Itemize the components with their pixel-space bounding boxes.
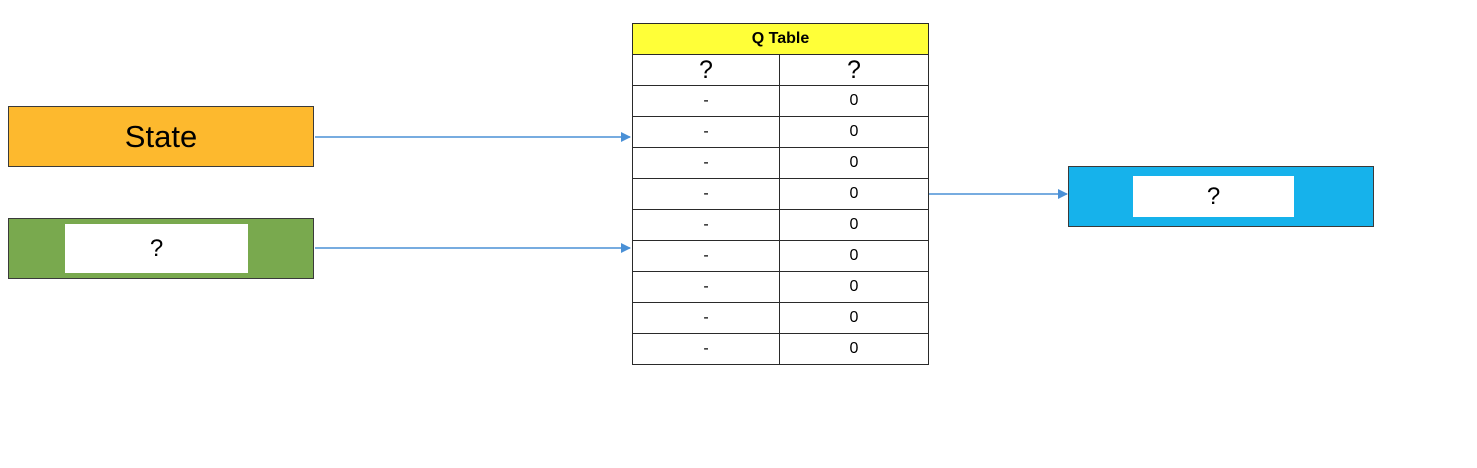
q-table: Q Table ? ? -0-0-0-0-0-0-0-0-0 — [632, 23, 929, 365]
q-table-row: -0 — [632, 271, 929, 303]
q-table-value-cell: 0 — [779, 271, 929, 303]
q-table-row: -0 — [632, 85, 929, 117]
q-table-value-cell: 0 — [779, 178, 929, 210]
q-table-row: -0 — [632, 147, 929, 179]
q-table-action-cell: - — [632, 116, 780, 148]
input-box: ? — [8, 218, 314, 279]
output-placeholder: ? — [1133, 176, 1294, 217]
q-table-action-cell: - — [632, 302, 780, 334]
q-table-header-cell: ? — [632, 54, 780, 86]
q-table-action-cell: - — [632, 271, 780, 303]
q-table-row: -0 — [632, 178, 929, 210]
q-table-header-cell: ? — [779, 54, 929, 86]
q-table-row: -0 — [632, 116, 929, 148]
q-table-row: -0 — [632, 240, 929, 272]
q-table-action-cell: - — [632, 333, 780, 365]
input-placeholder: ? — [65, 224, 248, 273]
q-table-body: -0-0-0-0-0-0-0-0-0 — [632, 85, 929, 365]
state-box: State — [8, 106, 314, 167]
q-table-row: -0 — [632, 302, 929, 334]
q-table-row: -0 — [632, 333, 929, 365]
q-table-action-cell: - — [632, 209, 780, 241]
state-label: State — [124, 118, 198, 154]
q-table-action-cell: - — [632, 147, 780, 179]
q-table-action-cell: - — [632, 85, 780, 117]
q-table-value-cell: 0 — [779, 333, 929, 365]
output-box: ? — [1068, 166, 1374, 227]
q-table-header-row: ? ? — [632, 54, 929, 86]
q-table-value-cell: 0 — [779, 116, 929, 148]
q-table-action-cell: - — [632, 240, 780, 272]
q-table-action-cell: - — [632, 178, 780, 210]
q-table-value-cell: 0 — [779, 85, 929, 117]
q-table-title-row: Q Table — [632, 23, 929, 55]
q-table-value-cell: 0 — [779, 209, 929, 241]
q-table-title: Q Table — [632, 23, 929, 55]
q-table-value-cell: 0 — [779, 240, 929, 272]
q-table-value-cell: 0 — [779, 302, 929, 334]
q-table-value-cell: 0 — [779, 147, 929, 179]
q-table-row: -0 — [632, 209, 929, 241]
